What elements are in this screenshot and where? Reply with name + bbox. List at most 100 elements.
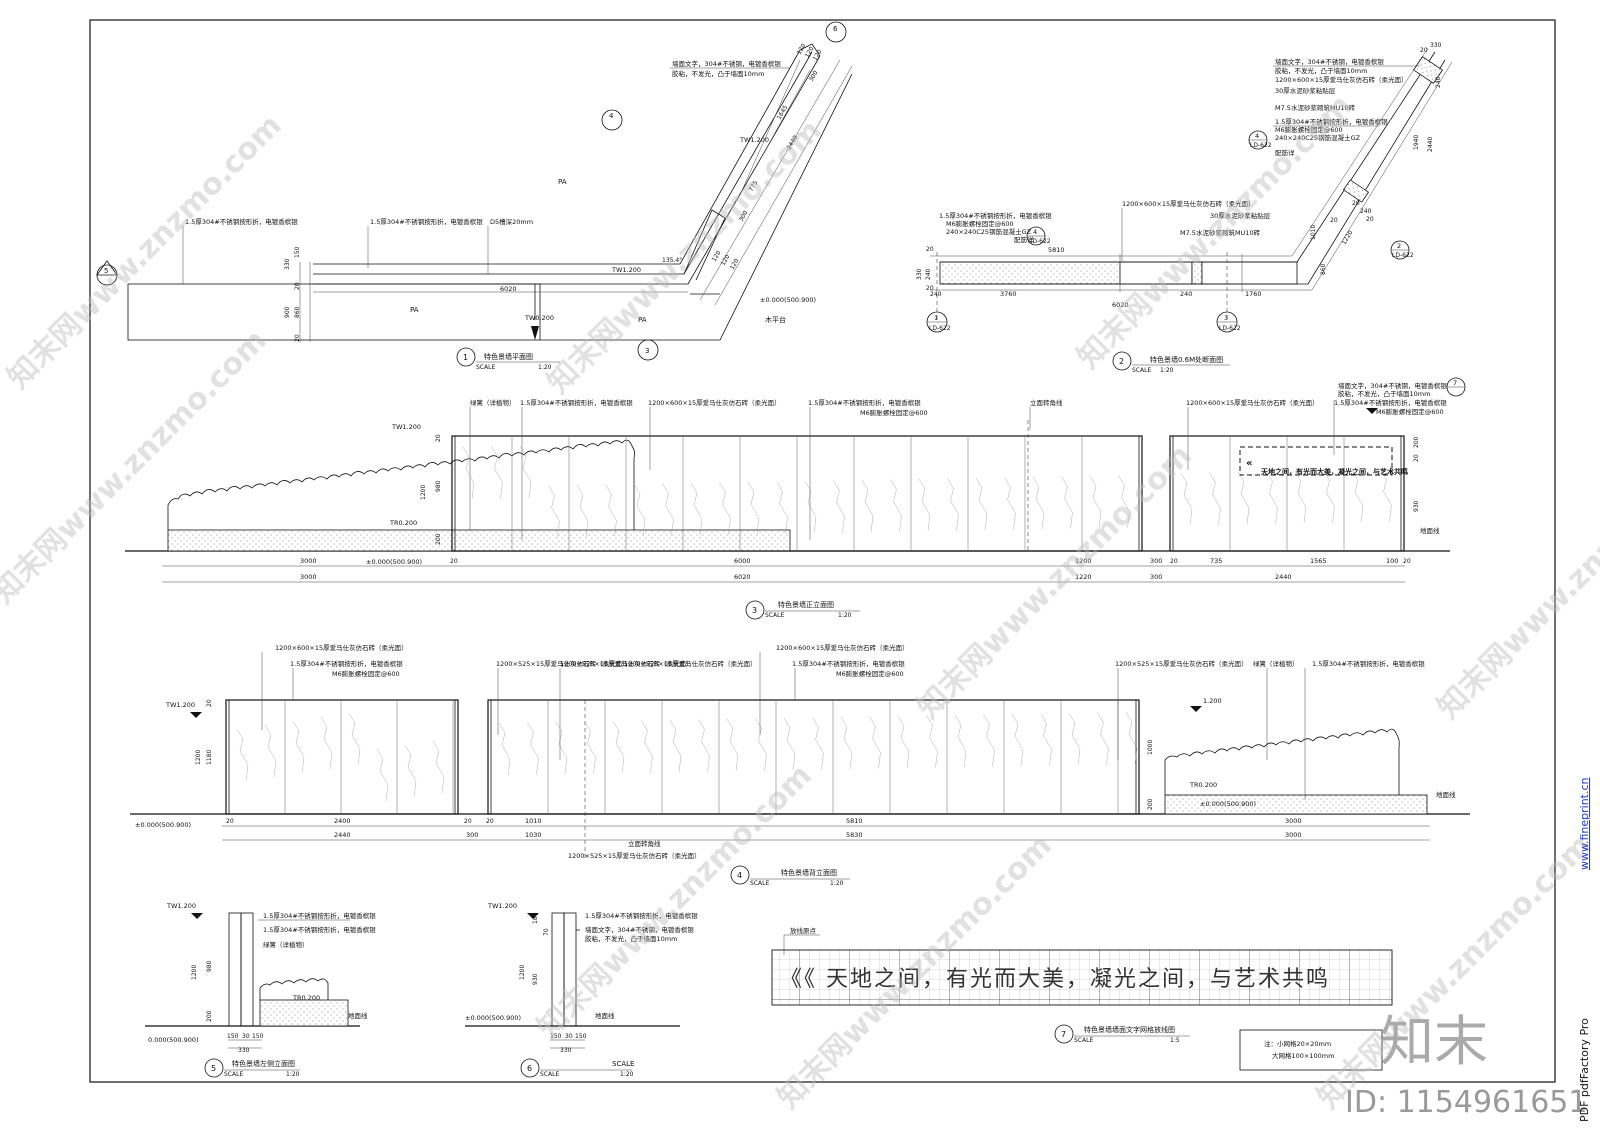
f3-elev-2: TR0.200 <box>389 519 417 527</box>
marble-vein <box>641 720 653 773</box>
f3-note-1: 绿篱（详植物） <box>470 398 516 407</box>
s5-dim-0: 150 <box>227 1033 239 1040</box>
s5-note-1: 1.5厚304#不锈钢按形折，电镀香槟银 <box>263 911 376 920</box>
marker-4-label: 4 <box>609 112 614 120</box>
s6-title-block: 6 SCALE SCALE 1:20 <box>520 1058 634 1078</box>
marble-vein <box>292 720 305 774</box>
g7-title: 特色景墙墙面文字网格放线图 <box>1084 1025 1175 1034</box>
s2-note-1: 1.5厚304#不锈钢按形折，电镀香槟银 <box>939 211 1052 220</box>
s5-title-block: 5 特色景墙左侧立面图 SCALE 1:20 <box>204 1058 300 1078</box>
marble-vein <box>755 718 767 771</box>
s2-note-14: M6膨胀螺栓固定@600 <box>1275 125 1343 134</box>
fineprint-link[interactable]: www.fineprint.cn <box>1578 777 1591 870</box>
s2-dim-240: 240 <box>1180 290 1192 298</box>
b4-dim2-0: 2440 <box>334 831 351 839</box>
b4-note-7: 1200×600×15厚爱马仕灰仿石砖（柔光面） <box>776 643 909 652</box>
s2-dim-330: 330 <box>916 268 923 280</box>
g7-title-block: 7 特色景墙墙面文字网格放线图 SCALE 1:5 <box>1054 1024 1190 1044</box>
plan-dim-120f: 120 <box>812 48 824 62</box>
s5-vdim-200: 200 <box>206 1010 213 1022</box>
marble-vein <box>555 721 568 775</box>
f3-note-10: 1.5厚304#不锈钢按形折，电镀香槟银 <box>1334 398 1447 407</box>
f3-dim1-6: 735 <box>1210 557 1222 565</box>
plan-dim-300b: 300 <box>808 69 820 83</box>
b4-dim1-4: 1010 <box>525 817 542 825</box>
f3-dim1-0: 3000 <box>300 557 317 565</box>
marble-vein <box>1118 475 1130 528</box>
plan-dim-20a: 20 <box>294 282 301 290</box>
marble-vein <box>1266 471 1278 524</box>
f3-note-6: 立面转角线 <box>1030 398 1063 407</box>
marble-vein <box>519 445 532 499</box>
marble-vein <box>432 740 445 794</box>
s2-dim-5810: 5810 <box>1048 246 1065 254</box>
g7-title-num: 7 <box>1061 1030 1066 1039</box>
b4-title: 特色景墙背立面图 <box>781 868 837 877</box>
f3-scale-val: 1:20 <box>838 612 852 619</box>
plan-note-5: D5槽深20mm <box>490 217 533 226</box>
watermark-7: 知末网www.znzmo.com <box>1431 438 1600 726</box>
s6-vdim-70: 70 <box>543 928 550 936</box>
s2-title-block: 2 特色景墙0.6M处断面图 SCALE 1:20 <box>1112 351 1230 374</box>
f3-scale: SCALE <box>765 612 784 619</box>
brand-logo: 知末 <box>1380 1010 1488 1073</box>
s2-dim-1760: 1760 <box>1245 290 1262 298</box>
b4-note-4: 1200×525×15厚爱马仕灰仿石砖（柔光面） <box>496 659 629 668</box>
marble-vein <box>690 482 703 536</box>
marble-vein <box>890 479 902 532</box>
plan-dim-120a: 120 <box>711 249 723 263</box>
marker-6-label: 6 <box>833 25 838 33</box>
s5-vdim-980: 980 <box>206 960 213 972</box>
marble-vein <box>662 483 674 536</box>
sheet-border <box>89 19 1556 1083</box>
f3-dim2-2: 1220 <box>1075 573 1092 581</box>
b4-vdim-1180: 1180 <box>206 750 213 765</box>
marker-5-label: 5 <box>104 267 108 275</box>
s6-dim-1: 30 <box>565 1033 573 1040</box>
marble-vein <box>576 484 589 538</box>
s5-title-num: 5 <box>211 1064 216 1073</box>
s2-dim-1010: 1010 <box>1310 225 1317 240</box>
s2-note-11: 30厚水泥砂浆粘贴层 <box>1275 86 1336 95</box>
s2-dim-2440: 2440 <box>1427 137 1434 152</box>
plan-dim-20b: 20 <box>294 334 301 342</box>
marble-vein <box>1380 469 1392 522</box>
s2-title-num: 2 <box>1119 357 1124 366</box>
f3-note-2: 1.5厚304#不锈钢按形折，电镀香槟银 <box>520 398 633 407</box>
marble-vein <box>376 748 389 802</box>
s2-note-4: 配筋详 <box>1014 235 1034 244</box>
plan-title-num: 1 <box>463 353 468 362</box>
marble-vein <box>1125 711 1138 765</box>
plan-area-1: PA <box>558 178 567 186</box>
plan-dim-900: 900 <box>284 306 291 318</box>
b4-elev-5: ±0.000(500.900) <box>1200 800 1256 808</box>
b4-note-15: 1200×525×15厚爱马仕灰仿石砖（柔光面） <box>568 851 701 860</box>
s2-note-3: 240×240C25钢筋混凝土GZ <box>946 227 1032 236</box>
marble-vein <box>1323 470 1335 523</box>
g7-scale: SCALE <box>1074 1037 1093 1044</box>
s2-scale-val: 1:20 <box>1160 367 1174 374</box>
plan-dim-120c: 120 <box>729 257 741 271</box>
s2-dim-240e: 240 <box>1360 208 1372 215</box>
f3-note-3: 1200×600×15厚爱马仕灰仿石砖（柔光面） <box>648 398 781 407</box>
s6-note-1: 1.5厚304#不锈钢按形折，电镀香槟银 <box>585 911 698 920</box>
marble-vein <box>1351 469 1364 523</box>
marble-vein <box>869 716 881 769</box>
section2-view <box>930 47 1453 322</box>
marble-vein <box>840 716 853 770</box>
s2-marker-4b: 4 <box>1255 132 1259 140</box>
id-text: ID: 1154961651 <box>1345 1085 1587 1120</box>
plan-area-2: PA <box>410 306 419 314</box>
b4-dim1-3: 20 <box>486 818 494 825</box>
marble-vein <box>954 714 967 768</box>
marble-vein <box>612 720 625 774</box>
marble-vein <box>918 478 931 532</box>
s2-note-16: 配筋详 <box>1275 148 1295 157</box>
s2-dim-240c: 240 <box>925 268 932 280</box>
b4-note-2: 1.5厚304#不锈钢按形折，电镀香槟银 <box>290 659 403 668</box>
s2-marker-3: 3 <box>1224 314 1228 322</box>
plan-elev-1: TW1.200 <box>739 136 769 144</box>
f3-vdim-20b: 20 <box>1413 454 1420 462</box>
f3-title-num: 3 <box>752 606 757 615</box>
